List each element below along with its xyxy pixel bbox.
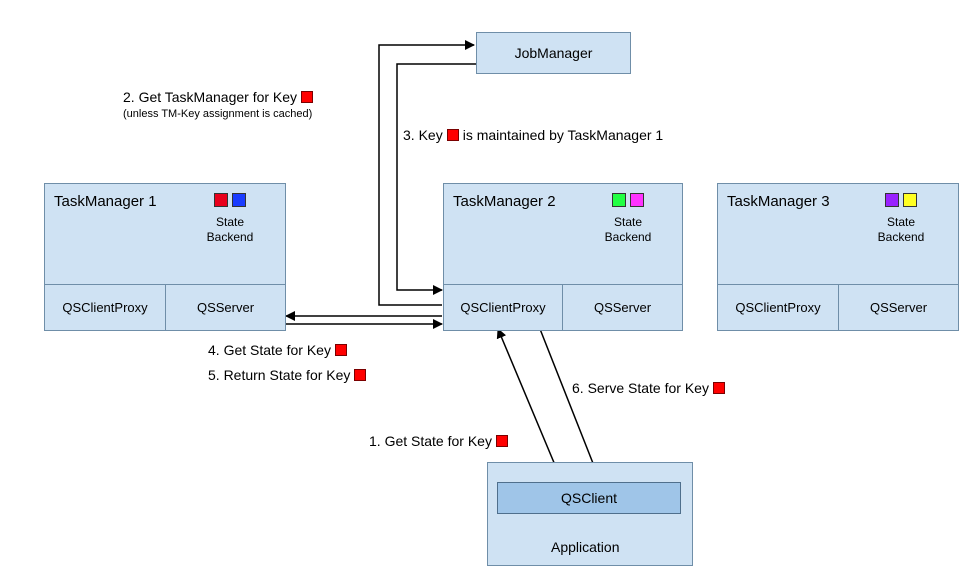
arrow-step-6 [539, 328, 602, 482]
qsserver-tm2: QSServer [562, 284, 683, 331]
step-1-label: 1. Get State for Key [369, 433, 508, 449]
key-marker-tm1-blue [232, 193, 246, 207]
application [487, 462, 693, 566]
qsclient: QSClient [497, 482, 681, 514]
task-manager-1-title: TaskManager 1 [54, 193, 157, 210]
key-marker-tm2-magenta [630, 193, 644, 207]
key-icon [495, 435, 508, 447]
step-2-note: (unless TM-Key assignment is cached) [123, 108, 313, 120]
key-icon [301, 91, 314, 103]
qsclientproxy-tm2: QSClientProxy [443, 284, 563, 331]
state-backend-label-tm2: State Backend [604, 215, 652, 244]
step-2-label: 2. Get TaskManager for Key [123, 89, 314, 105]
key-icon [334, 344, 347, 356]
qsclientproxy-tm3: QSClientProxy [717, 284, 839, 331]
step-6-label: 6. Serve State for Key [572, 380, 725, 396]
key-icon [354, 369, 367, 381]
arrow-step-2 [378, 40, 475, 306]
qsserver-tm1: QSServer [165, 284, 286, 331]
job-manager: JobManager [476, 32, 631, 74]
job-manager-label: JobManager [514, 45, 593, 61]
key-marker-tm3-yellow [903, 193, 917, 207]
key-marker-tm1-red [214, 193, 228, 207]
step-4-label: 4. Get State for Key [208, 342, 347, 358]
arrow-step-1 [496, 328, 556, 466]
qsserver-tm3: QSServer [838, 284, 959, 331]
state-backend-label-tm1: State Backend [206, 215, 254, 244]
task-manager-2-title: TaskManager 2 [453, 193, 556, 210]
application-label: Application [551, 539, 620, 555]
key-icon [446, 129, 459, 141]
task-manager-3-title: TaskManager 3 [727, 193, 830, 210]
key-marker-tm3-purple [885, 193, 899, 207]
key-icon [712, 382, 725, 394]
state-backend-label-tm3: State Backend [877, 215, 925, 244]
task-manager-3 [717, 183, 959, 285]
arrow-step-3 [396, 63, 479, 295]
key-marker-tm2-green [612, 193, 626, 207]
qsclientproxy-tm1: QSClientProxy [44, 284, 166, 331]
step-5-label: 5. Return State for Key [208, 367, 367, 383]
